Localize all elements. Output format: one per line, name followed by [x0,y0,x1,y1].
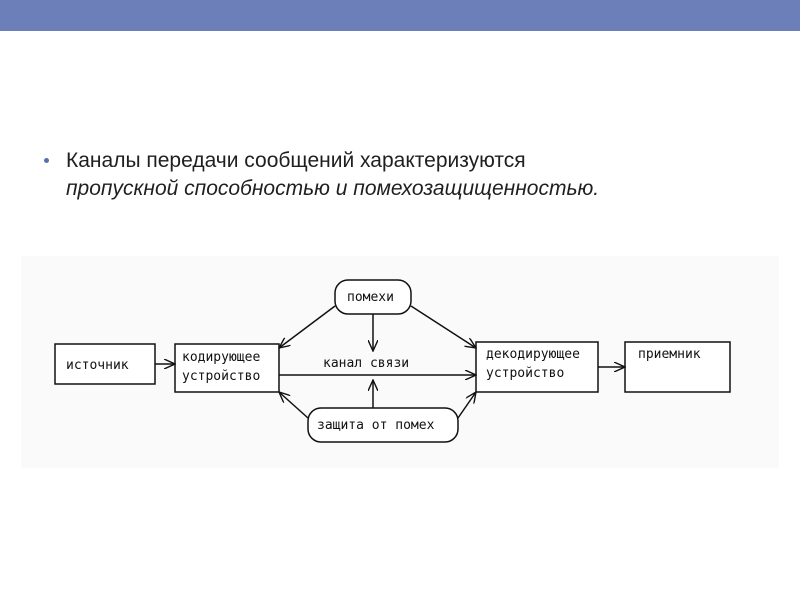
encoder-label-line-1: кодирующее [182,350,260,365]
bullet-line-2: пропускной способностью и помехозащищенн… [66,177,600,200]
source-box [54,343,156,385]
receiver-label: приемник [638,347,701,362]
noise-to-encoder-arrow [279,305,336,348]
noise-label: помехи [347,290,394,305]
diagram-svg: источник кодирующее устройство помехи ка… [54,279,731,443]
bullet-line-1: Каналы передачи сообщений характеризуютс… [66,149,526,172]
bullet-point: Каналы передачи сообщений характеризуютс… [44,147,764,203]
decoder-label-line-1: декодирующее [486,347,580,362]
decoder-label-line-2: устройство [486,366,564,381]
bullet-text: Каналы передачи сообщений характеризуютс… [66,147,764,203]
protection-box [307,407,459,443]
receiver-box [624,341,731,393]
protection-to-encoder-arrow [279,392,309,419]
communication-channel-diagram: источник кодирующее устройство помехи ка… [21,256,779,468]
top-bar [0,0,800,31]
encoder-label-line-2: устройство [182,369,260,384]
channel-label: канал связи [323,356,409,371]
protection-label: защита от помех [317,418,435,433]
source-label: источник [66,358,129,373]
noise-to-decoder-arrow [410,305,476,348]
decoder-box [475,341,599,393]
encoder-box [174,343,280,393]
protection-to-decoder-arrow [457,392,476,419]
bullet-dot-icon [44,158,49,163]
